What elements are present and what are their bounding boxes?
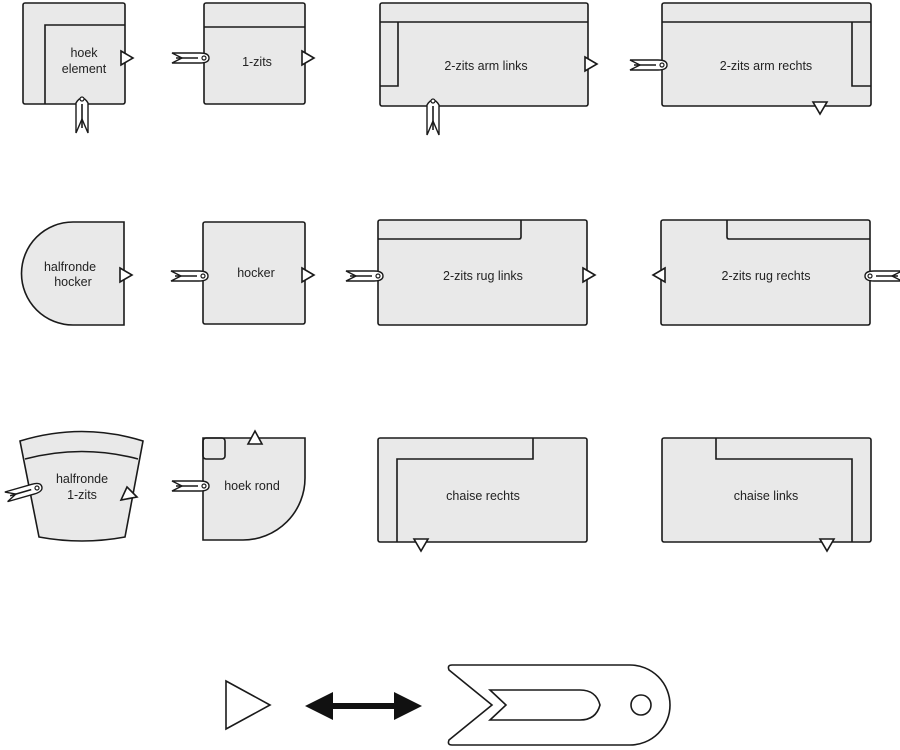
connector-triangle-icon xyxy=(301,49,316,67)
label-hoek-rond: hoek rond xyxy=(224,479,280,493)
connector-clip-icon xyxy=(864,270,900,282)
connector-triangle-icon xyxy=(120,49,135,67)
legend xyxy=(225,664,671,746)
label-2-zits-arm-links: 2-zits arm links xyxy=(444,59,527,73)
connector-clip-icon xyxy=(171,480,210,492)
module-2-zits-rug-rechts: 2-zits rug rechts xyxy=(651,219,900,326)
module-2-zits-arm-links: 2-zits arm links xyxy=(379,2,599,136)
connector-triangle-icon xyxy=(119,485,139,502)
module-chaise-rechts: chaise rechts xyxy=(377,437,588,553)
legend-connector-clip-icon xyxy=(447,664,671,746)
connector-triangle-icon xyxy=(651,266,666,284)
connector-triangle-icon xyxy=(246,429,264,445)
module-hocker: hocker xyxy=(170,221,316,325)
connector-clip-icon xyxy=(171,52,210,64)
label-chaise-links: chaise links xyxy=(734,489,799,503)
label-hocker: hocker xyxy=(237,266,275,280)
label-2-zits-arm-rechts: 2-zits arm rechts xyxy=(720,59,812,73)
label-halfronde-1-zits-line1: halfronde xyxy=(56,472,108,486)
connector-triangle-icon xyxy=(584,55,599,73)
module-halfronde-1-zits: halfronde 1-zits xyxy=(4,430,144,542)
connector-triangle-icon xyxy=(301,266,316,284)
label-2-zits-rug-rechts: 2-zits rug rechts xyxy=(722,269,811,283)
label-halfronde-hocker-line2: hocker xyxy=(54,275,92,289)
module-2-zits-rug-links: 2-zits rug links xyxy=(345,219,597,326)
connector-triangle-icon xyxy=(412,538,430,553)
connector-clip-icon xyxy=(170,270,209,282)
label-halfronde-hocker-line1: halfronde xyxy=(44,260,96,274)
label-2-zits-rug-links: 2-zits rug links xyxy=(443,269,523,283)
connector-clip-icon xyxy=(426,98,440,136)
legend-double-arrow-icon xyxy=(305,692,422,720)
label-hoek-element-line2: element xyxy=(62,62,107,76)
connector-clip-icon xyxy=(629,59,668,71)
label-halfronde-1-zits-line2: 1-zits xyxy=(67,488,97,502)
module-1-zits: 1-zits xyxy=(171,2,316,105)
module-hoek-element: hoek element xyxy=(22,2,135,134)
connector-triangle-icon xyxy=(119,266,134,284)
label-chaise-rechts: chaise rechts xyxy=(446,489,520,503)
connector-triangle-icon xyxy=(811,101,829,116)
module-halfronde-hocker: halfronde hocker xyxy=(20,221,134,326)
connector-clip-icon xyxy=(75,96,89,134)
label-1-zits: 1-zits xyxy=(242,55,272,69)
module-chaise-links: chaise links xyxy=(661,437,872,553)
label-hoek-element-line1: hoek xyxy=(70,46,98,60)
module-2-zits-arm-rechts: 2-zits arm rechts xyxy=(629,2,872,116)
connector-clip-icon xyxy=(345,270,384,282)
connector-triangle-icon xyxy=(582,266,597,284)
legend-triangle-icon xyxy=(225,679,272,731)
connector-triangle-icon xyxy=(818,538,836,553)
module-hoek-rond: hoek rond xyxy=(171,429,306,541)
